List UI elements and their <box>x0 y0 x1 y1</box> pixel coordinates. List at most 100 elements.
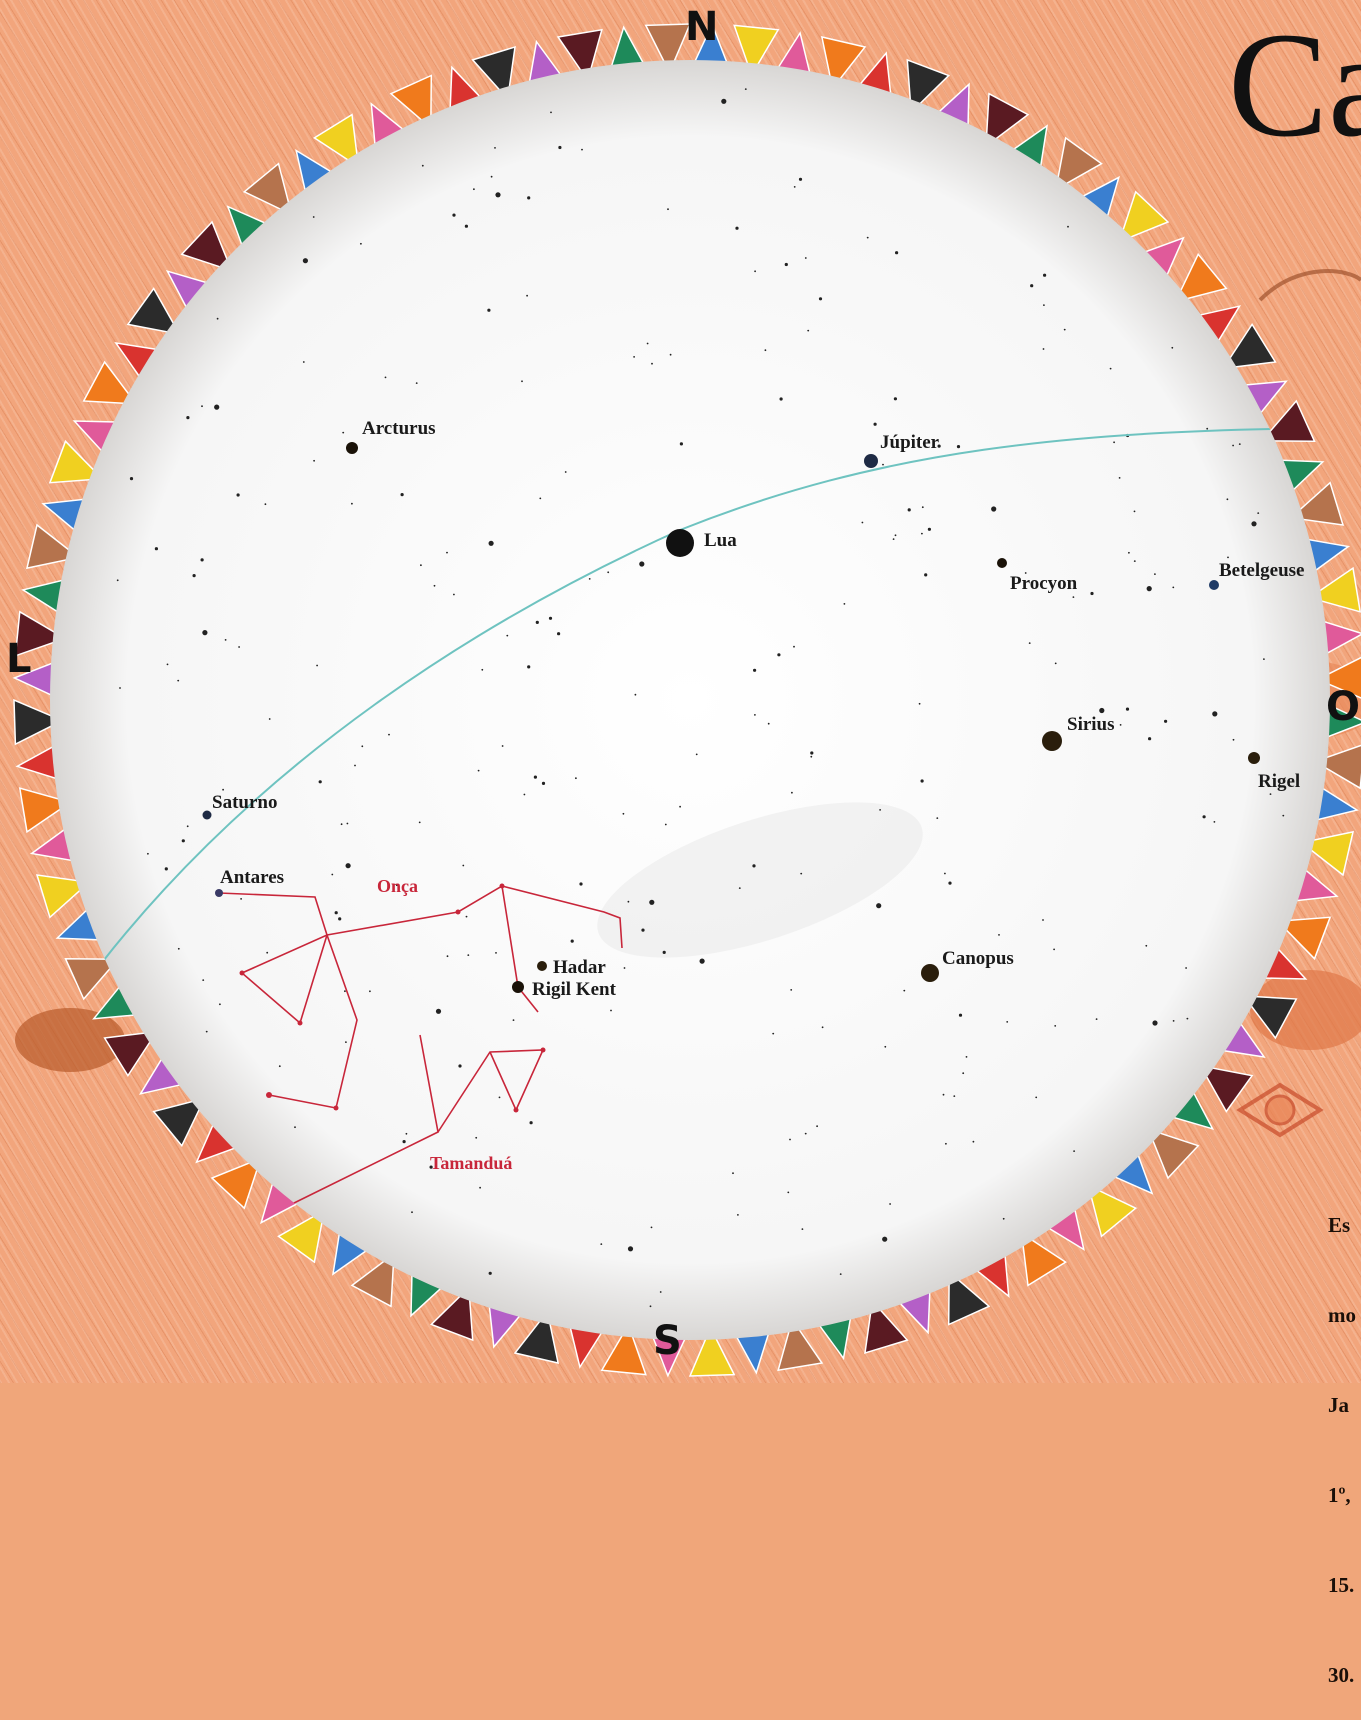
background-star <box>649 899 655 905</box>
background-star <box>650 1226 653 1229</box>
background-star <box>1054 1025 1057 1027</box>
background-star <box>1043 273 1047 277</box>
background-star <box>779 397 783 401</box>
label-onca: Onça <box>377 876 418 896</box>
background-star <box>177 679 180 682</box>
border-triangle <box>1174 252 1228 303</box>
constellation-nodes <box>239 883 546 1113</box>
background-star <box>610 1009 612 1012</box>
background-star <box>821 1026 824 1029</box>
background-star <box>527 665 531 669</box>
background-star <box>487 308 491 312</box>
background-star <box>669 353 672 356</box>
background-star <box>1226 498 1229 501</box>
background-star <box>1154 573 1156 575</box>
background-star <box>400 493 404 497</box>
background-star <box>369 990 371 993</box>
background-star <box>1172 1020 1175 1022</box>
background-star <box>557 632 561 636</box>
background-star <box>342 431 345 434</box>
background-star <box>340 823 343 826</box>
background-star <box>1152 1020 1158 1026</box>
background-star <box>181 839 185 843</box>
cardinal-north: N <box>685 4 719 50</box>
border-triangle <box>1118 190 1170 243</box>
background-star <box>1185 967 1187 969</box>
background-star <box>278 1065 281 1068</box>
sky-disc <box>50 60 1330 1340</box>
background-star <box>991 506 997 512</box>
background-star <box>804 257 807 259</box>
background-star <box>316 664 318 667</box>
background-star <box>744 88 747 90</box>
background-star <box>633 356 635 358</box>
border-triangle <box>1276 916 1332 961</box>
background-star <box>473 188 475 191</box>
border-triangle <box>1020 1231 1067 1287</box>
star-betelgeuse <box>1209 580 1219 590</box>
background-star <box>192 574 196 578</box>
border-triangle <box>906 58 951 114</box>
background-star <box>884 1045 887 1048</box>
border-triangle <box>1289 481 1345 526</box>
label-procyon: Procyon <box>1010 573 1078 594</box>
background-star <box>526 294 528 297</box>
border-triangle <box>13 698 65 746</box>
background-star <box>667 208 669 211</box>
border-triangle <box>14 610 67 657</box>
background-star <box>764 349 767 352</box>
background-star <box>804 1132 807 1135</box>
border-triangle <box>313 113 360 169</box>
background-star <box>266 951 269 954</box>
background-star <box>490 175 493 178</box>
background-star <box>236 493 240 497</box>
background-star <box>588 578 591 580</box>
background-star <box>918 702 921 705</box>
background-star <box>695 753 698 756</box>
milky-way-haze <box>597 802 923 958</box>
border-triangle <box>471 45 516 101</box>
background-star <box>1035 1096 1038 1099</box>
background-star <box>1206 427 1209 430</box>
background-star <box>921 532 923 535</box>
background-star <box>1067 225 1069 228</box>
background-star <box>395 884 398 887</box>
background-star <box>147 852 149 855</box>
background-star <box>921 506 924 509</box>
background-star <box>435 1008 442 1014</box>
label-tamandua: Tamanduá <box>430 1153 512 1173</box>
background-star <box>1212 711 1218 717</box>
background-star <box>238 646 241 648</box>
background-star <box>962 1072 965 1075</box>
background-star <box>622 812 625 815</box>
background-star <box>579 882 583 886</box>
border-triangle <box>600 1323 647 1376</box>
background-star <box>421 164 424 167</box>
background-star <box>1090 591 1094 596</box>
background-star <box>1232 738 1235 741</box>
background-star <box>920 779 924 783</box>
background-star <box>1263 658 1265 660</box>
background-star <box>527 196 531 200</box>
background-star <box>1213 821 1216 823</box>
background-star <box>1186 1017 1189 1020</box>
border-triangle <box>820 36 867 91</box>
star-hadar <box>537 961 547 971</box>
border-triangle <box>733 24 780 77</box>
background-star <box>843 603 846 605</box>
background-star <box>753 668 757 672</box>
border-triangle <box>513 1309 560 1364</box>
background-star <box>361 745 364 748</box>
background-star <box>1133 510 1136 513</box>
background-star <box>1002 1217 1005 1220</box>
background-star <box>462 864 465 867</box>
background-star <box>512 1019 515 1021</box>
background-star <box>972 1140 975 1143</box>
background-star <box>481 668 484 671</box>
background-star <box>699 958 705 964</box>
background-star <box>458 1064 462 1068</box>
border-triangle <box>1147 1128 1200 1180</box>
background-stars <box>116 88 1285 1308</box>
background-star <box>351 502 353 505</box>
background-star <box>581 148 583 151</box>
